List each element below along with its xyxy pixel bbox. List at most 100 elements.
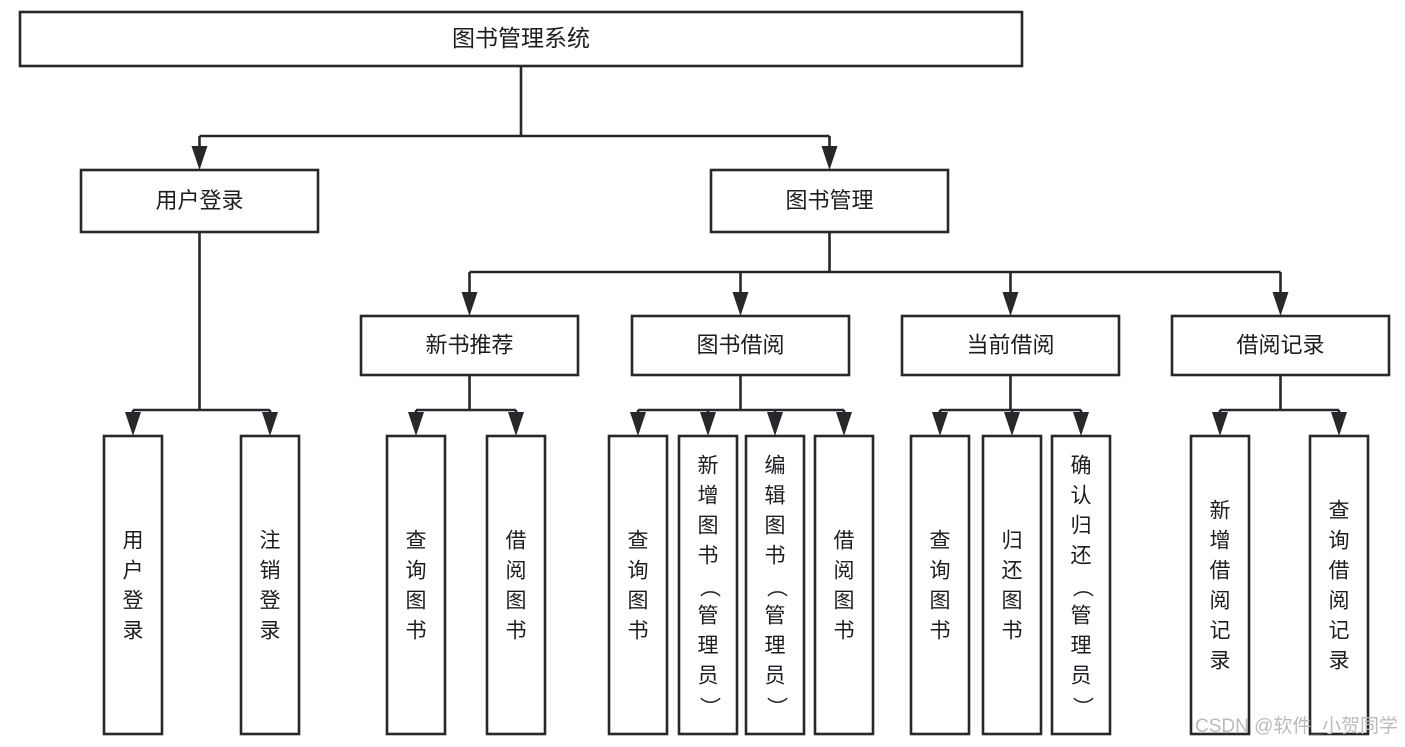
- svg-text:注: 注: [260, 530, 281, 553]
- node-box-leaf-borrow-book-1[interactable]: [485, 434, 547, 736]
- arrow-head-icon: [1004, 412, 1020, 436]
- node-label-book-borrow: 图书借阅: [696, 332, 784, 357]
- node-box-current-borrow[interactable]: [900, 314, 1121, 377]
- svg-text:图: 图: [698, 515, 719, 538]
- node-box-leaf-query-borrow-record[interactable]: [1308, 434, 1370, 736]
- svg-text:书: 书: [628, 620, 649, 643]
- svg-text:阅: 阅: [834, 560, 855, 583]
- node-box-leaf-query-book-3[interactable]: [909, 434, 971, 736]
- svg-text:图: 图: [506, 590, 527, 613]
- node-box-leaf-borrow-book-2[interactable]: [813, 434, 875, 736]
- svg-text:（: （: [764, 577, 787, 598]
- svg-text:理: 理: [1071, 635, 1092, 658]
- arrow-head-icon: [1073, 412, 1089, 436]
- arrow-head-icon: [767, 412, 783, 436]
- svg-text:图: 图: [628, 590, 649, 613]
- svg-text:借: 借: [834, 530, 855, 553]
- connector-layer: [125, 66, 1347, 436]
- svg-text:查: 查: [406, 530, 427, 553]
- svg-text:登: 登: [123, 590, 144, 613]
- node-current-borrow[interactable]: 当前借阅: [900, 314, 1121, 377]
- arrow-head-icon: [700, 412, 716, 436]
- svg-text:（: （: [697, 577, 720, 598]
- node-user-login[interactable]: 用户登录: [79, 168, 320, 234]
- arrow-head-icon: [461, 292, 478, 316]
- svg-text:查: 查: [1329, 500, 1350, 523]
- node-new-book-recommend[interactable]: 新书推荐: [359, 314, 580, 377]
- svg-text:录: 录: [1329, 650, 1350, 673]
- svg-text:记: 记: [1329, 620, 1350, 643]
- arrow-head-icon: [1212, 412, 1228, 436]
- svg-text:阅: 阅: [1329, 590, 1350, 613]
- arrow-head-icon: [732, 292, 749, 316]
- svg-text:认: 认: [1071, 485, 1092, 508]
- node-borrow-record[interactable]: 借阅记录: [1170, 314, 1391, 377]
- svg-text:管: 管: [765, 605, 786, 628]
- svg-text:新: 新: [698, 455, 719, 478]
- svg-text:销: 销: [260, 560, 281, 583]
- arrow-head-icon: [836, 412, 852, 436]
- svg-text:图: 图: [1002, 590, 1023, 613]
- node-box-leaf-logout-login[interactable]: [239, 434, 301, 736]
- node-box-leaf-confirm-return-admin[interactable]: [1050, 434, 1112, 736]
- svg-text:询: 询: [406, 560, 427, 583]
- node-label-user-login: 用户登录: [155, 188, 243, 213]
- node-book-manage[interactable]: 图书管理: [709, 168, 950, 234]
- svg-text:图: 图: [765, 515, 786, 538]
- node-box-leaf-query-book-2[interactable]: [607, 434, 669, 736]
- svg-text:（: （: [1070, 577, 1093, 598]
- svg-text:员: 员: [1071, 665, 1092, 688]
- node-box-leaf-edit-book-admin[interactable]: [744, 434, 806, 736]
- node-box-leaf-query-book-1[interactable]: [385, 434, 447, 736]
- node-label-book-manage: 图书管理: [785, 188, 873, 213]
- svg-text:增: 增: [1210, 530, 1231, 553]
- svg-text:录: 录: [123, 620, 144, 643]
- node-box-leaf-add-book-admin[interactable]: [677, 434, 739, 736]
- node-box-book-borrow[interactable]: [630, 314, 851, 377]
- node-box-leaf-user-login[interactable]: [102, 434, 164, 736]
- svg-text:员: 员: [765, 665, 786, 688]
- node-label-leaf-user-login: 用户登录: [123, 530, 144, 643]
- node-box-leaf-add-borrow-record[interactable]: [1189, 434, 1251, 736]
- svg-text:辑: 辑: [765, 485, 786, 508]
- svg-text:借: 借: [506, 530, 527, 553]
- svg-text:书: 书: [765, 545, 786, 568]
- node-book-borrow[interactable]: 图书借阅: [630, 314, 851, 377]
- node-label-new-book-recommend: 新书推荐: [425, 332, 513, 357]
- node-root[interactable]: 图书管理系统: [18, 10, 1024, 68]
- node-box-new-book-recommend[interactable]: [359, 314, 580, 377]
- arrow-head-icon: [630, 412, 646, 436]
- svg-text:）: ）: [697, 697, 720, 718]
- svg-text:归: 归: [1002, 530, 1023, 553]
- node-box-borrow-record[interactable]: [1170, 314, 1391, 377]
- svg-text:书: 书: [698, 545, 719, 568]
- svg-text:理: 理: [765, 635, 786, 658]
- node-box-user-login[interactable]: [79, 168, 320, 234]
- svg-text:借: 借: [1329, 560, 1350, 583]
- node-box-root[interactable]: [18, 10, 1024, 68]
- node-leaf-user-login[interactable]: 用户登录: [102, 434, 164, 736]
- node-box-book-manage[interactable]: [709, 168, 950, 234]
- node-box-leaf-return-book[interactable]: [981, 434, 1043, 736]
- arrow-head-icon: [191, 146, 208, 170]
- arrow-head-icon: [1272, 292, 1289, 316]
